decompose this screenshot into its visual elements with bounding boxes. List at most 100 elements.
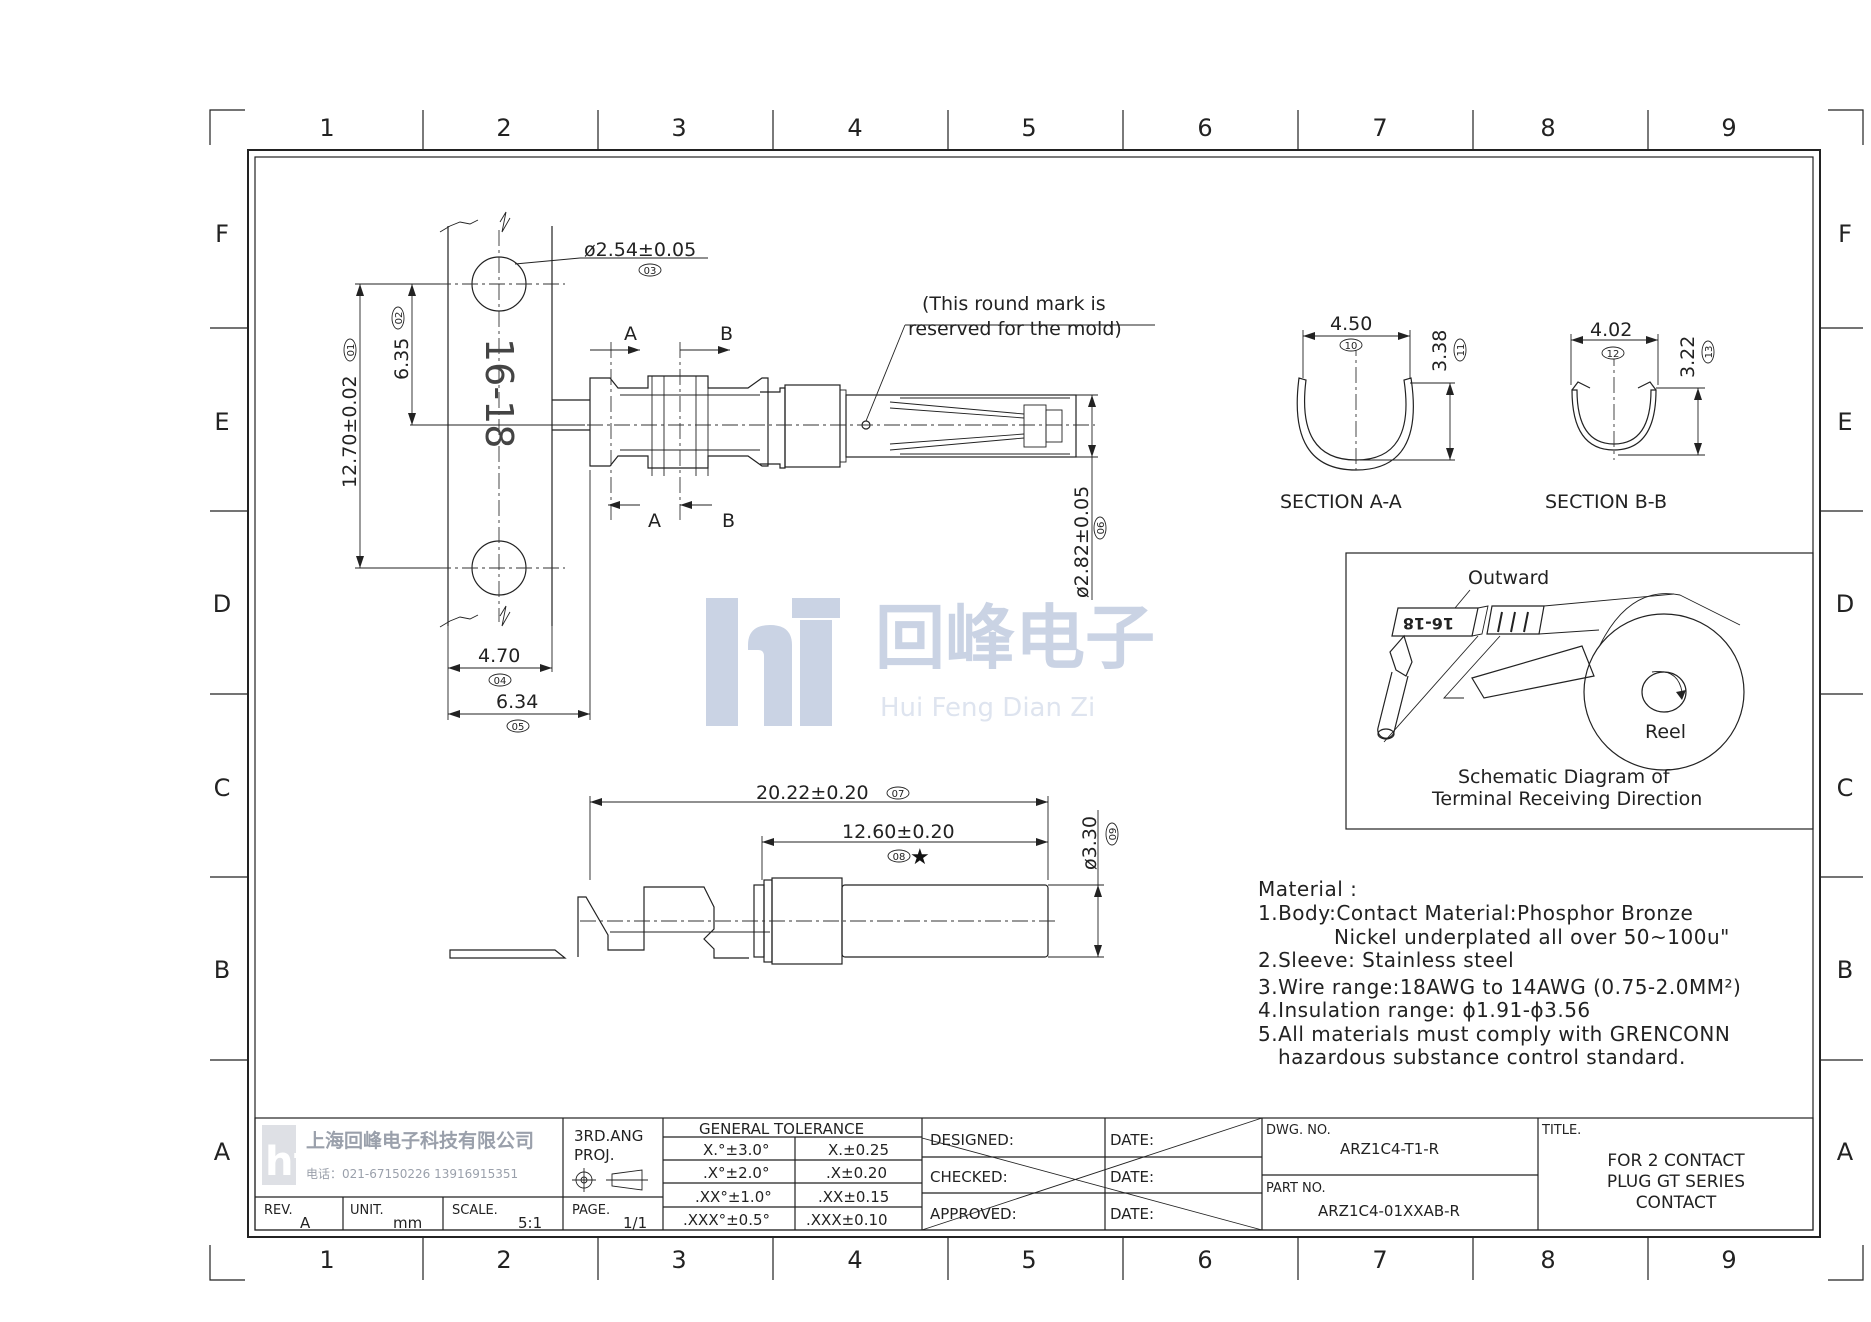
notes-line-2: 2.Sleeve: Stainless steel xyxy=(1258,948,1514,972)
rev-value: A xyxy=(300,1214,311,1232)
section-a-a: 4.50 10 3.38 11 SECTION A-A xyxy=(1280,313,1467,513)
zone-col-1: 1 xyxy=(319,114,334,142)
strip-marking: 16-18 xyxy=(477,338,521,448)
projection-label-2: PROJ. xyxy=(574,1146,614,1164)
zone-col-3: 3 xyxy=(671,114,686,142)
section-aa-height-ref: 11 xyxy=(1456,344,1467,357)
zone-labels-top: 1 2 3 4 5 6 7 8 9 xyxy=(319,114,1736,142)
approved-label: APPROVED: xyxy=(930,1205,1017,1223)
watermark: 回峰电子 Hui Feng Dian Zi xyxy=(706,597,1155,726)
zone-row-f-right: F xyxy=(1838,220,1852,248)
section-bb-width-dim: 4.02 xyxy=(1590,319,1632,341)
zone-row-f: F xyxy=(215,220,229,248)
zone-col-4: 4 xyxy=(847,114,862,142)
barrel-length-dim: 12.60±0.20 xyxy=(842,821,955,843)
zone-col-6: 6 xyxy=(1197,114,1212,142)
designed-date-label: DATE: xyxy=(1110,1131,1154,1149)
reel-label: Reel xyxy=(1645,721,1686,743)
section-b-marker-top: B xyxy=(720,323,733,345)
zone-dividers xyxy=(210,110,1863,1280)
tolerance-angle-2: .X°±2.0° xyxy=(703,1164,769,1182)
hole-diameter-dim: ø2.54±0.05 xyxy=(584,239,696,261)
zone-row-b-right: B xyxy=(1837,956,1853,984)
zone-row-c-right: C xyxy=(1837,774,1854,802)
title-line-2: PLUG GT SERIES xyxy=(1607,1172,1745,1192)
tolerance-linear-2: .X±0.20 xyxy=(826,1164,887,1182)
hole-diameter-ref: 03 xyxy=(644,266,657,277)
zone-col-1-bottom: 1 xyxy=(319,1246,334,1274)
section-bb-height-dim: 3.22 xyxy=(1677,336,1699,378)
notes-line-5b: hazardous substance control standard. xyxy=(1278,1045,1686,1069)
zone-col-6-bottom: 6 xyxy=(1197,1246,1212,1274)
section-b-b: 4.02 12 3.22 13 SECTION B-B xyxy=(1545,319,1715,513)
tolerance-linear-4: .XXX±0.10 xyxy=(806,1211,888,1229)
zone-row-e: E xyxy=(214,408,229,436)
zone-row-b: B xyxy=(214,956,230,984)
zone-col-2-bottom: 2 xyxy=(496,1246,511,1274)
title-label: TITLE. xyxy=(1541,1123,1581,1138)
mold-note-line2: reserved for the mold) xyxy=(908,318,1122,340)
notes-line-1b: Nickel underplated all over 50~100u" xyxy=(1334,925,1730,949)
page-value: 1/1 xyxy=(623,1214,647,1232)
rev-label: REV. xyxy=(264,1203,293,1218)
designed-label: DESIGNED: xyxy=(930,1131,1014,1149)
barrel-length-ref: 08 xyxy=(893,852,906,863)
scale-value: 5:1 xyxy=(518,1214,542,1232)
zone-col-8: 8 xyxy=(1540,114,1555,142)
company-name: 上海回峰电子科技有限公司 xyxy=(306,1129,534,1152)
zone-labels-left: F E D C B A xyxy=(213,220,231,1166)
zone-col-7: 7 xyxy=(1372,114,1387,142)
page-label: PAGE. xyxy=(572,1203,610,1218)
title-line-1: FOR 2 CONTACT xyxy=(1607,1151,1745,1171)
overall-length-ref: 07 xyxy=(892,789,905,800)
approved-date-label: DATE: xyxy=(1110,1205,1154,1223)
strip-width-ref: 04 xyxy=(494,676,507,687)
zone-col-5: 5 xyxy=(1021,114,1036,142)
unit-value: mm xyxy=(393,1214,422,1232)
tolerance-linear-3: .XX±0.15 xyxy=(818,1188,889,1206)
unit-label: UNIT. xyxy=(350,1203,384,1218)
strip-offset-dim: 6.34 xyxy=(496,691,538,713)
zone-labels-right: F E D C B A xyxy=(1836,220,1854,1166)
section-bb-height-ref: 13 xyxy=(1704,346,1715,359)
company-phone: 电话：021-67150226 13916915351 xyxy=(306,1167,518,1181)
dwg-no-value: ARZ1C4-T1-R xyxy=(1340,1140,1439,1158)
projection-label-1: 3RD.ANG xyxy=(574,1127,643,1145)
zone-col-9: 9 xyxy=(1721,114,1736,142)
zone-col-4-bottom: 4 xyxy=(847,1246,862,1274)
critical-dimension-star-icon: ★ xyxy=(910,845,930,870)
part-no-label: PART NO. xyxy=(1266,1181,1326,1196)
side-view: 20.22±0.20 07 12.60±0.20 08 ★ ø3.30 09 xyxy=(449,782,1119,965)
zone-col-2: 2 xyxy=(496,114,511,142)
zone-col-5-bottom: 5 xyxy=(1021,1246,1036,1274)
dwg-no-label: DWG. NO. xyxy=(1266,1123,1331,1138)
barrel-diameter-dim: ø3.30 xyxy=(1079,816,1101,870)
schematic-caption-line2: Terminal Receiving Direction xyxy=(1431,788,1702,810)
section-aa-height-dim: 3.38 xyxy=(1429,330,1451,372)
checked-date-label: DATE: xyxy=(1110,1168,1154,1186)
zone-row-d: D xyxy=(213,590,231,618)
section-a-marker-top: A xyxy=(624,323,637,345)
strip-width-dim: 4.70 xyxy=(478,645,520,667)
schematic-strip-text: 16-18 xyxy=(1403,614,1454,633)
zone-col-7-bottom: 7 xyxy=(1372,1246,1387,1274)
zone-row-c: C xyxy=(214,774,231,802)
checked-label: CHECKED: xyxy=(930,1168,1008,1186)
section-bb-width-ref: 12 xyxy=(1607,349,1620,360)
tolerance-angle-3: .XX°±1.0° xyxy=(695,1188,772,1206)
overall-pitch-dim: 12.70±0.02 xyxy=(339,375,361,488)
zone-labels-bottom: 1 2 3 4 5 6 7 8 9 xyxy=(319,1246,1736,1274)
zone-col-3-bottom: 3 xyxy=(671,1246,686,1274)
overall-pitch-ref: 01 xyxy=(346,344,357,357)
watermark-name: 回峰电子 xyxy=(875,597,1155,679)
section-aa-label: SECTION A-A xyxy=(1280,491,1402,513)
mold-note-line1: (This round mark is xyxy=(922,293,1106,315)
section-b-marker-bottom: B xyxy=(722,510,735,532)
watermark-pinyin: Hui Feng Dian Zi xyxy=(880,693,1095,723)
section-aa-width-ref: 10 xyxy=(1345,341,1358,352)
pitch-dim: 6.35 xyxy=(391,338,413,380)
title-block: hf 上海回峰电子科技有限公司 电话：021-67150226 13916915… xyxy=(254,1117,1814,1232)
notes-line-3: 3.Wire range:18AWG to 14AWG (0.75-2.0MM²… xyxy=(1258,975,1741,999)
part-no-value: ARZ1C4-01XXAB-R xyxy=(1318,1202,1460,1220)
